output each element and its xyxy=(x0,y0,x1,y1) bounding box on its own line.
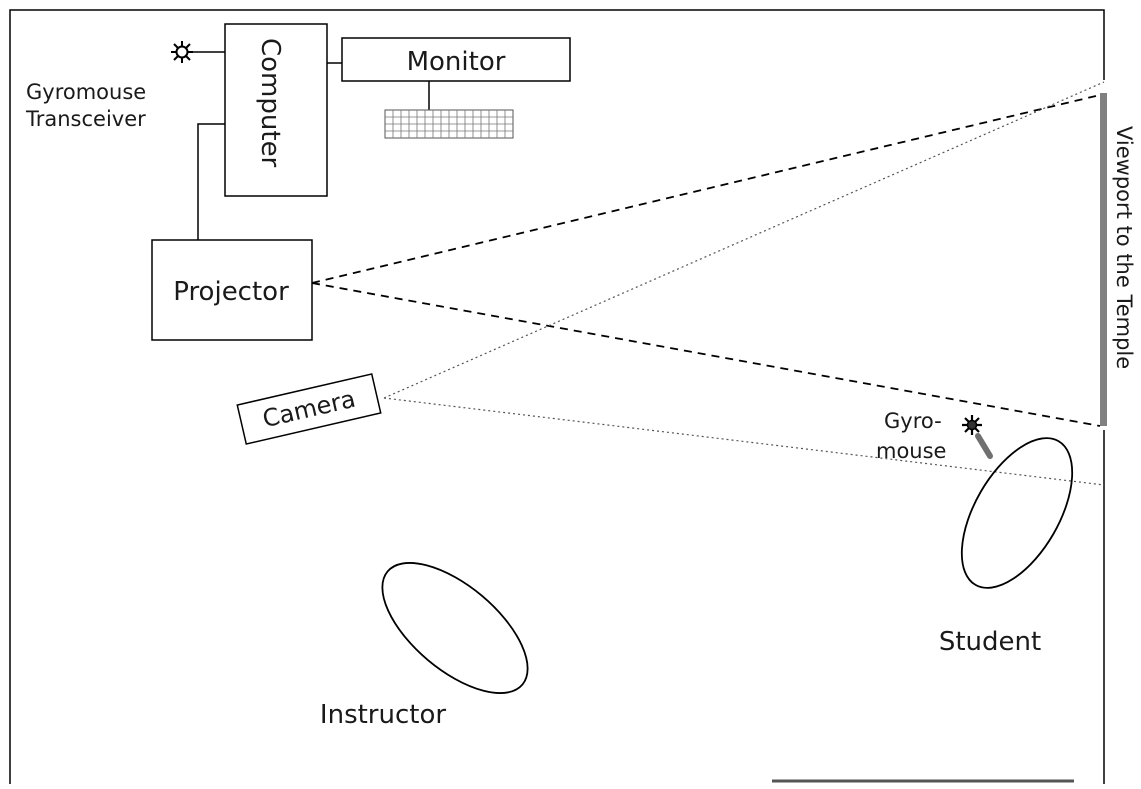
transceiver-label-line2: Transceiver xyxy=(25,107,146,131)
camera-view-upper xyxy=(383,81,1105,399)
projector-label: Projector xyxy=(173,277,289,307)
projector-beam-upper xyxy=(311,94,1101,284)
monitor-label: Monitor xyxy=(407,47,506,77)
student-label: Student xyxy=(939,627,1041,657)
camera-box xyxy=(236,373,382,445)
gyromouse-label-line2: mouse xyxy=(876,439,946,463)
camera-view-lower xyxy=(383,397,1105,486)
computer-box xyxy=(224,23,328,197)
student-ellipse xyxy=(960,437,1074,589)
transceiver-label-line1: Gyromouse xyxy=(26,80,146,104)
viewport-label: Viewport to the Temple xyxy=(1112,126,1136,369)
computer-projector-cable xyxy=(197,123,225,240)
sun-burst-icon xyxy=(171,41,193,63)
instructor-ellipse xyxy=(381,562,529,694)
gyromouse-icon xyxy=(962,415,993,459)
camera: Camera xyxy=(236,373,382,445)
projector-beam-lower xyxy=(311,282,1101,427)
projector-box xyxy=(151,239,313,341)
gyromouse-label-line1: Gyro- xyxy=(884,409,942,433)
monitor-box xyxy=(341,37,571,82)
room-outline xyxy=(9,9,1105,784)
keyboard-icon xyxy=(384,109,514,139)
computer-label: Computer xyxy=(255,38,285,168)
viewport-screen xyxy=(1100,93,1107,426)
instructor-label: Instructor xyxy=(320,700,446,730)
